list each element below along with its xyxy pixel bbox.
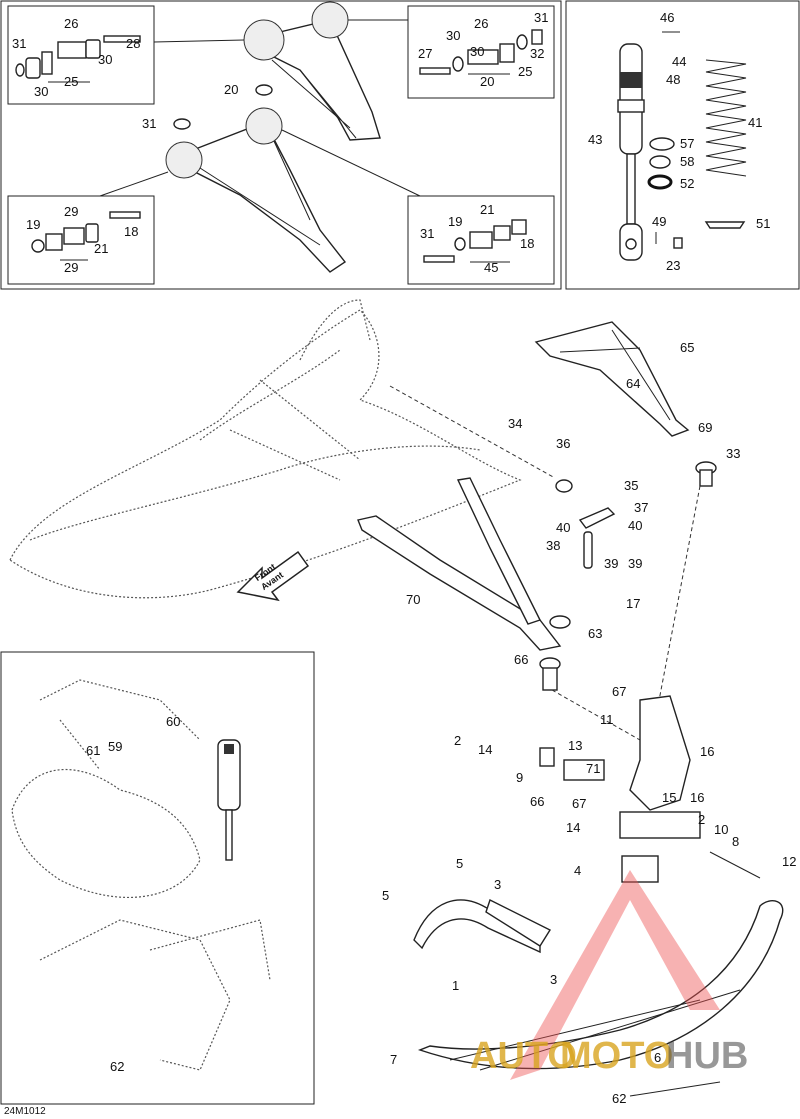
callout-number: 19 <box>448 214 462 229</box>
watermark-brand-a: AUTO <box>470 1035 577 1077</box>
callout-number: 26 <box>474 16 488 31</box>
callout-number: 14 <box>478 742 492 757</box>
inset-hardware <box>15 29 543 263</box>
callout-number: 37 <box>634 500 648 515</box>
watermark-brand-b: MOTO <box>560 1035 673 1077</box>
callout-number: 58 <box>680 154 694 169</box>
callout-number: 20 <box>224 82 238 97</box>
callout-number: 3 <box>494 877 501 892</box>
callout-number: 45 <box>484 260 498 275</box>
callout-number: 60 <box>166 714 180 729</box>
callout-number: 66 <box>514 652 528 667</box>
callout-number: 40 <box>556 520 570 535</box>
callout-number: 31 <box>142 116 156 131</box>
callout-number: 38 <box>546 538 560 553</box>
callout-number: 63 <box>588 626 602 641</box>
callout-number: 5 <box>456 856 463 871</box>
callout-number: 30 <box>446 28 460 43</box>
callout-number: 35 <box>624 478 638 493</box>
shock-absorber-detail <box>617 31 747 261</box>
callout-number: 4 <box>574 863 581 878</box>
callout-number: 44 <box>672 54 686 69</box>
callout-number: 13 <box>568 738 582 753</box>
callout-number: 41 <box>748 115 762 130</box>
callout-number: 39 <box>604 556 618 571</box>
suspension-parts <box>357 321 717 801</box>
callout-number: 10 <box>714 822 728 837</box>
watermark-brand-c: HUB <box>666 1035 748 1077</box>
callout-number: 2 <box>698 812 705 827</box>
callout-number: 25 <box>64 74 78 89</box>
callout-number: 29 <box>64 204 78 219</box>
callout-number: 70 <box>406 592 420 607</box>
callout-number: 39 <box>628 556 642 571</box>
callout-number: 65 <box>680 340 694 355</box>
callout-number: 16 <box>690 790 704 805</box>
callout-number: 29 <box>64 260 78 275</box>
callout-number: 25 <box>518 64 532 79</box>
callout-number: 3 <box>550 972 557 987</box>
callout-number: 71 <box>586 761 600 776</box>
callout-number: 51 <box>756 216 770 231</box>
callout-number: 30 <box>98 52 112 67</box>
callout-number: 20 <box>480 74 494 89</box>
callout-number: 67 <box>612 684 626 699</box>
upper-a-arm-detail <box>99 1 421 273</box>
callout-number: 31 <box>420 226 434 241</box>
callout-number: 19 <box>26 217 40 232</box>
callout-number: 30 <box>34 84 48 99</box>
callout-number: 57 <box>680 136 694 151</box>
callout-number: 62 <box>110 1059 124 1074</box>
callout-number: 32 <box>530 46 544 61</box>
callout-number: 11 <box>600 712 614 727</box>
callout-number: 34 <box>508 416 522 431</box>
callout-number: 16 <box>700 744 714 759</box>
callout-number: 33 <box>726 446 740 461</box>
callout-number: 28 <box>126 36 140 51</box>
rear-frame-illustration <box>11 679 271 1071</box>
callout-number: 27 <box>418 46 432 61</box>
callout-number: 12 <box>782 854 796 869</box>
callout-number: 15 <box>662 790 676 805</box>
callout-number: 36 <box>556 436 570 451</box>
callout-number: 46 <box>660 10 674 25</box>
callout-number: 52 <box>680 176 694 191</box>
callout-number: 9 <box>516 770 523 785</box>
callout-number: 61 <box>86 743 100 758</box>
callout-number: 66 <box>530 794 544 809</box>
callout-number: 59 <box>108 739 122 754</box>
callout-number: 48 <box>666 72 680 87</box>
callout-number: 40 <box>628 518 642 533</box>
callout-number: 23 <box>666 258 680 273</box>
callout-number: 7 <box>390 1052 397 1067</box>
callout-number: 17 <box>626 596 640 611</box>
callout-number: 8 <box>732 834 739 849</box>
watermark: AUTO MOTO HUB <box>470 1035 748 1077</box>
diagram-code: 24M1012 <box>4 1106 46 1117</box>
callout-number: 21 <box>480 202 494 217</box>
callout-number: 67 <box>572 796 586 811</box>
callout-number: 69 <box>698 420 712 435</box>
callout-number: 64 <box>626 376 640 391</box>
callout-number: 26 <box>64 16 78 31</box>
callout-number: 30 <box>470 44 484 59</box>
callout-number: 2 <box>454 733 461 748</box>
chassis-illustration <box>9 299 556 602</box>
callout-number: 18 <box>124 224 138 239</box>
callout-number: 62 <box>612 1091 626 1106</box>
callout-number: 49 <box>652 214 666 229</box>
callout-number: 43 <box>588 132 602 147</box>
spindle-and-ski <box>413 695 784 1097</box>
callout-number: 5 <box>382 888 389 903</box>
callout-number: 31 <box>12 36 26 51</box>
callout-number: 1 <box>452 978 459 993</box>
callout-number: 31 <box>534 10 548 25</box>
callout-number: 14 <box>566 820 580 835</box>
callout-number: 18 <box>520 236 534 251</box>
callout-number: 21 <box>94 241 108 256</box>
callout-number: 6 <box>654 1050 661 1065</box>
